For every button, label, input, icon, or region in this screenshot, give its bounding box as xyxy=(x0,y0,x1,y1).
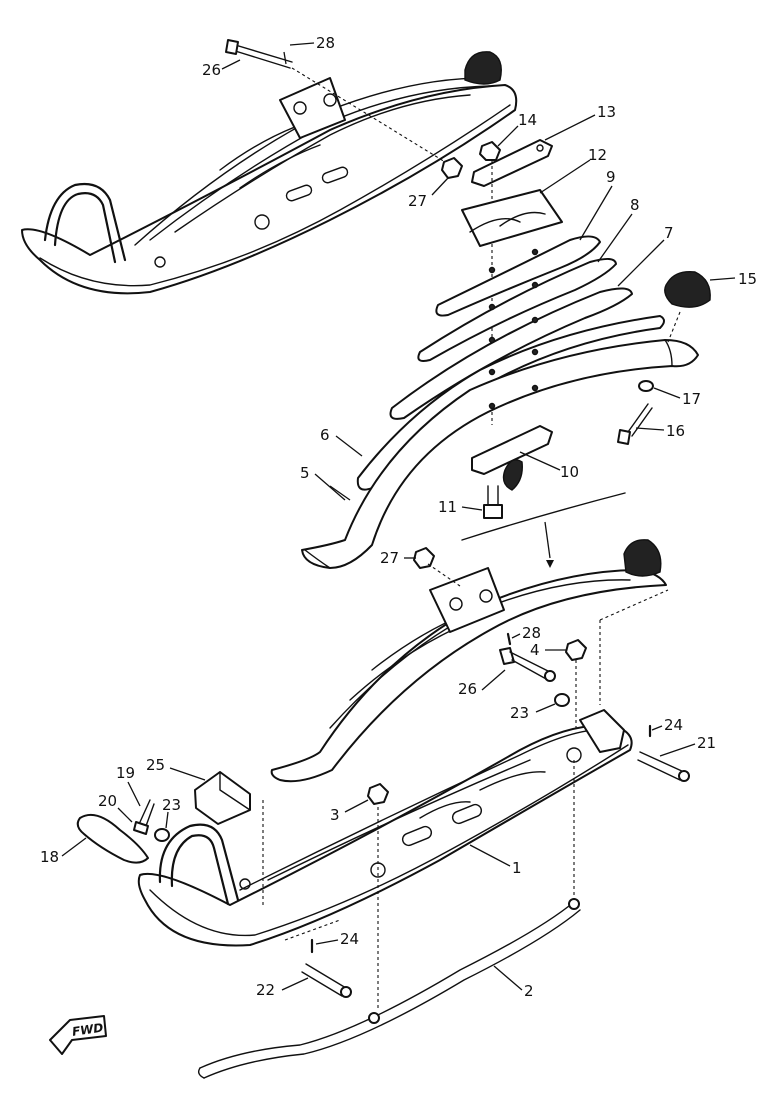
callout-26-top: 26 xyxy=(202,61,221,79)
callout-23-left: 23 xyxy=(162,796,181,814)
nut-14 xyxy=(479,141,501,161)
callout-3: 3 xyxy=(330,806,340,824)
callout-15: 15 xyxy=(738,270,757,288)
bolt-11 xyxy=(483,485,503,519)
callout-9: 9 xyxy=(606,168,616,186)
fwd-arrow-icon: FWD xyxy=(49,1015,107,1055)
ski-1 xyxy=(137,709,633,947)
bolt-26-bottom xyxy=(499,647,556,682)
callout-27-top: 27 xyxy=(408,192,427,210)
spring-assembly-bottom xyxy=(270,539,667,783)
callout-17: 17 xyxy=(682,390,701,408)
bracket-25 xyxy=(194,771,251,825)
callout-12: 12 xyxy=(588,146,607,164)
callout-20: 20 xyxy=(98,792,117,810)
callout-6: 6 xyxy=(320,426,330,444)
clamp-10 xyxy=(471,425,553,491)
bolt-16 xyxy=(617,403,653,445)
callout-21: 21 xyxy=(697,734,716,752)
runner-2 xyxy=(197,898,581,1079)
callout-25: 25 xyxy=(146,756,165,774)
callout-27-bottom: 27 xyxy=(380,549,399,567)
leaf-spring-9 xyxy=(435,235,601,317)
bumper-plate-18 xyxy=(76,814,149,864)
callout-23-right: 23 xyxy=(510,704,529,722)
callout-8: 8 xyxy=(630,196,640,214)
washer-17 xyxy=(638,380,654,392)
nut-27-bottom xyxy=(413,547,435,569)
callout-14: 14 xyxy=(518,111,537,129)
callout-4: 4 xyxy=(530,641,540,659)
callout-2: 2 xyxy=(524,982,534,1000)
assembled-ski-top xyxy=(21,51,518,295)
leaf-spring-8 xyxy=(417,258,617,362)
cotter-pin-28-bottom xyxy=(506,632,512,646)
bumper-15 xyxy=(664,271,711,308)
washer-23-left xyxy=(154,828,170,842)
pin-21 xyxy=(637,751,690,782)
leaf-spring-5 xyxy=(301,339,699,569)
washer-23-right xyxy=(554,693,570,707)
callout-24-bottom: 24 xyxy=(340,930,359,948)
callout-10: 10 xyxy=(560,463,579,481)
fwd-label: FWD xyxy=(71,1021,104,1039)
callout-13: 13 xyxy=(597,103,616,121)
callout-5: 5 xyxy=(300,464,310,482)
callout-18: 18 xyxy=(40,848,59,866)
saddle-12 xyxy=(461,189,563,247)
callout-28-top: 28 xyxy=(316,34,335,52)
callout-26-bottom: 26 xyxy=(458,680,477,698)
bolt-26-top xyxy=(225,39,451,166)
callout-16: 16 xyxy=(666,422,685,440)
spring-center-holes xyxy=(488,248,539,410)
callout-22: 22 xyxy=(256,981,275,999)
callout-19: 19 xyxy=(116,764,135,782)
pin-22 xyxy=(301,963,352,998)
leaf-spring-7 xyxy=(389,287,633,420)
callout-7: 7 xyxy=(664,224,674,242)
callout-11: 11 xyxy=(438,498,457,516)
nut-3 xyxy=(367,783,389,805)
bolt-19 xyxy=(133,799,155,835)
nut-27-top xyxy=(441,157,463,179)
nut-4 xyxy=(565,639,587,661)
callout-1: 1 xyxy=(512,859,522,877)
callout-24-right: 24 xyxy=(664,716,683,734)
callout-28-bottom: 28 xyxy=(522,624,541,642)
